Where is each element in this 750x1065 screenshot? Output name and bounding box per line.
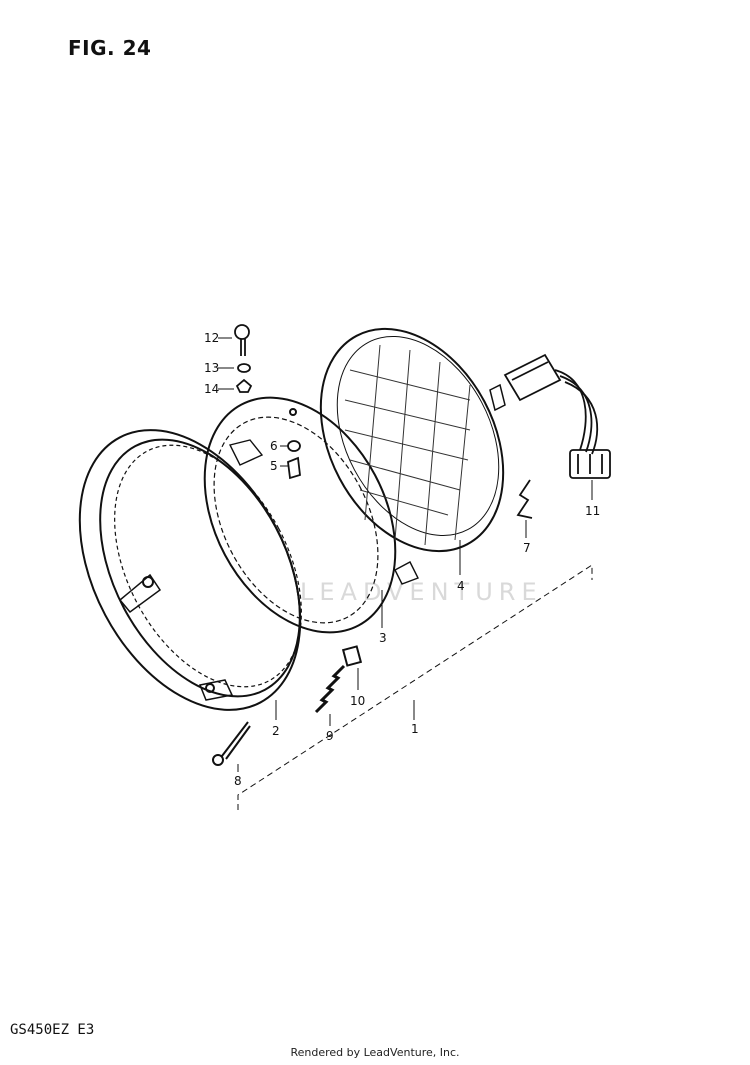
callout-1: 1 bbox=[411, 722, 419, 736]
part-small-screw bbox=[287, 440, 301, 480]
callout-12: 12 bbox=[204, 331, 219, 345]
model-code: GS450EZ E3 bbox=[10, 1022, 95, 1038]
callout-3: 3 bbox=[379, 631, 387, 645]
part-screw-long bbox=[212, 721, 251, 766]
part-spring bbox=[314, 664, 346, 714]
callout-4: 4 bbox=[457, 579, 465, 593]
part-housing bbox=[203, 396, 419, 634]
callout-11: 11 bbox=[585, 504, 600, 518]
callout-14: 14 bbox=[204, 382, 219, 396]
part-rim bbox=[78, 429, 302, 711]
callout-13: 13 bbox=[204, 361, 219, 375]
part-nut bbox=[341, 645, 363, 667]
watermark: LEADVENTURE bbox=[300, 578, 543, 606]
render-credit: Rendered by LeadVenture, Inc. bbox=[290, 1046, 460, 1059]
leader-lines bbox=[218, 337, 593, 810]
part-screw-stack bbox=[234, 324, 253, 393]
callout-9: 9 bbox=[326, 729, 334, 743]
part-connector bbox=[503, 353, 611, 479]
callout-8: 8 bbox=[234, 774, 242, 788]
callout-7: 7 bbox=[523, 541, 531, 555]
callout-6: 6 bbox=[270, 439, 278, 453]
callout-10: 10 bbox=[350, 694, 365, 708]
part-spring-clip bbox=[516, 479, 533, 519]
callout-2: 2 bbox=[272, 724, 280, 738]
callout-5: 5 bbox=[270, 459, 278, 473]
figure-title: FIG. 24 bbox=[68, 36, 152, 60]
part-sealed-beam bbox=[319, 327, 506, 553]
